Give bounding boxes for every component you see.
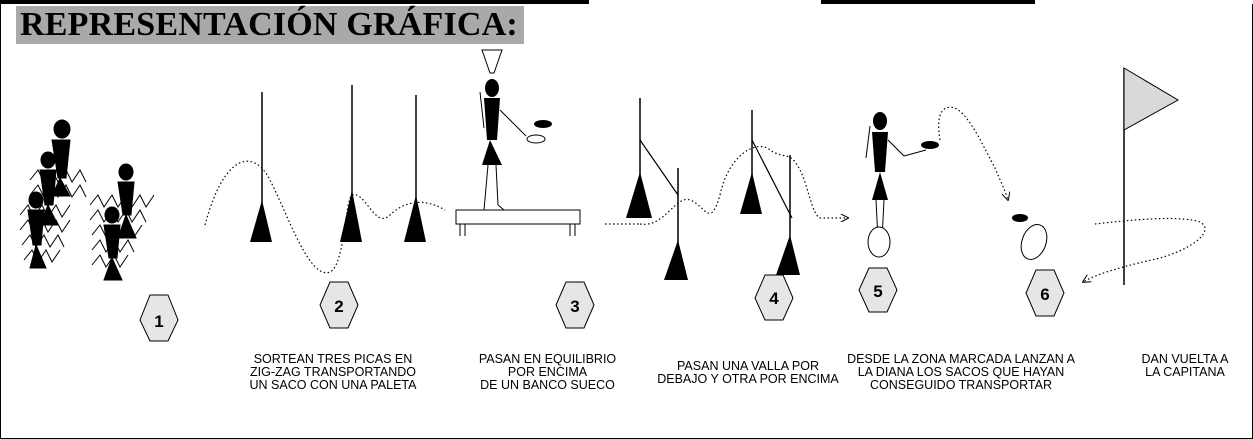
badge-number: 3 <box>570 297 579 316</box>
caption-station-4: PASAN UNA VALLA POR DEBAJO Y OTRA POR EN… <box>648 360 848 386</box>
badge-4: 4 <box>754 274 794 321</box>
station-badges: 1 2 3 4 5 6 <box>139 267 1065 342</box>
caption-station-2: SORTEAN TRES PICAS EN ZIG-ZAG TRANSPORTA… <box>228 353 438 392</box>
caption-line: POR ENCIMA <box>507 365 588 379</box>
caption-line: PASAN EN EQUILIBRIO <box>478 352 617 366</box>
caption-line: DEBAJO Y OTRA POR ENCIMA <box>657 372 839 386</box>
station-3-bench <box>455 49 640 236</box>
badge-1: 1 <box>139 294 179 342</box>
badge-number: 5 <box>873 282 882 301</box>
badge-6: 6 <box>1025 269 1065 317</box>
caption-line: LA CAPITANA <box>1145 365 1225 379</box>
caption-line: ZIG-ZAG TRANSPORTANDO <box>250 365 416 379</box>
station-6-target <box>1012 214 1048 260</box>
badge-5: 5 <box>858 267 898 313</box>
station-5-thrower <box>865 106 1008 258</box>
caption-station-6: DAN VUELTA A LA CAPITANA <box>1120 353 1250 379</box>
caption-line: UN SACO CON UNA PALETA <box>249 378 417 392</box>
top-border-gap <box>1035 0 1253 4</box>
top-border-gap <box>589 0 821 4</box>
badge-number: 1 <box>154 312 163 331</box>
caption-line: LA DIANA LOS SACOS QUE HAYAN <box>857 365 1065 379</box>
caption-line: DAN VUELTA A <box>1141 352 1229 366</box>
caption-line: DESDE LA ZONA MARCADA LANZAN A <box>847 352 1075 366</box>
station-flag <box>1083 67 1206 285</box>
caption-line: CONSEGUIDO TRANSPORTAR <box>870 378 1052 392</box>
station-1-group <box>19 119 155 281</box>
badge-number: 4 <box>769 289 779 308</box>
caption-station-3: PASAN EN EQUILIBRIO POR ENCIMA DE UN BAN… <box>455 353 640 392</box>
caption-line: PASAN UNA VALLA POR <box>677 359 819 373</box>
badge-2: 2 <box>319 281 359 329</box>
caption-line: DE UN BANCO SUECO <box>480 378 615 392</box>
caption-line: SORTEAN TRES PICAS EN <box>253 352 413 366</box>
badge-number: 6 <box>1040 285 1049 304</box>
caption-station-5: DESDE LA ZONA MARCADA LANZAN A LA DIANA … <box>843 353 1079 392</box>
page-title: REPRESENTACIÓN GRÁFICA: <box>20 6 518 43</box>
station-2-picas <box>204 85 446 274</box>
badge-3: 3 <box>555 281 595 329</box>
title-highlight: REPRESENTACIÓN GRÁFICA: <box>16 6 524 44</box>
station-4-hurdles <box>626 98 848 280</box>
badge-number: 2 <box>334 297 343 316</box>
